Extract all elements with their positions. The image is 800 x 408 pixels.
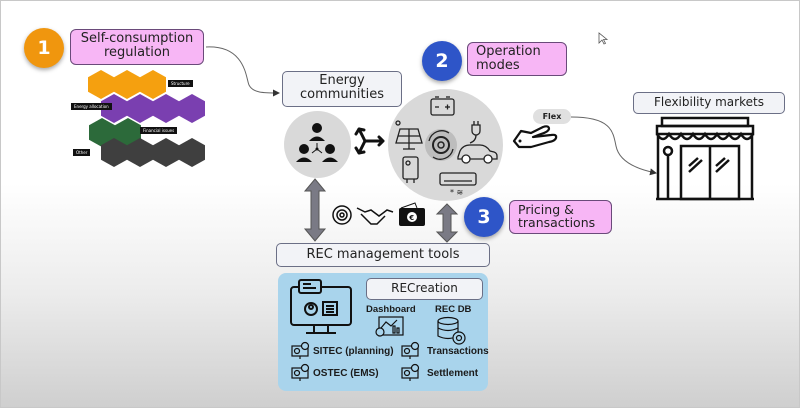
pricing-icons: € [332,202,425,226]
gear-settings-icon [332,205,352,225]
three-way-arrow-icon [354,127,385,155]
flexibility-markets-label: Flexibility markets [654,95,764,110]
tool-transactions-label: Transactions [427,345,489,357]
tag-structure: Structure [168,80,193,87]
monitor-gears-icon [401,341,420,359]
step-2-label-line1: Operation [476,44,541,59]
dashboard-label: Dashboard [366,304,416,315]
solar-panel-icon [395,120,423,150]
operation-modes-box: Operation modes [467,42,567,76]
handshake-icon [356,207,394,225]
step-1-number: 1 [37,37,51,59]
connector-regulation-to-communities [205,46,280,97]
battery-icon [430,96,455,116]
energy-communities-line1: Energy [319,73,365,88]
double-arrow-right [435,203,459,243]
water-heater-icon [402,156,419,183]
step-3-label-line1: Pricing & [518,202,574,217]
svg-text:€: € [408,214,414,222]
self-consumption-regulation-box: Self-consumption regulation [70,29,204,65]
tool-ostec: OSTEC (EMS) [291,363,379,382]
step-2-badge: 2 [422,41,462,81]
recreation-title-box: RECreation [366,278,483,300]
rec-management-tools-box: REC management tools [276,243,490,267]
step-3-label-line2: transactions [518,215,596,231]
pricing-transactions-box: Pricing & transactions [509,200,612,234]
database-gear-icon [437,316,466,345]
flex-pill: Flex [533,109,571,124]
tool-sitec: SITEC (planning) [291,341,394,360]
storefront-icon [655,116,755,201]
connector-flex-to-markets [570,116,657,176]
monitor-gears-icon [401,363,420,381]
step-2-label-line2: modes [476,57,520,73]
tag-financial-issues: Financial issues [140,127,178,134]
tool-transactions: Transactions [401,341,489,360]
step-3-badge: 3 [464,197,504,237]
tool-settlement-label: Settlement [427,367,479,379]
step-3-number: 3 [477,206,491,228]
energy-communities-line2: communities [300,87,384,103]
energy-communities-box: Energy communities [282,71,402,107]
air-conditioner-icon: * ≋ [439,172,477,197]
step-1-label-line2: regulation [103,44,171,60]
tool-ostec-label: OSTEC (EMS) [313,367,379,379]
flexibility-markets-box: Flexibility markets [633,92,785,114]
flex-label: Flex [542,112,562,121]
tag-other: Other [73,149,91,156]
mouse-cursor-icon [598,32,609,45]
step-2-number: 2 [435,50,449,72]
rec-db-label: REC DB [435,304,472,315]
double-arrow-left [303,178,327,242]
monitor-gears-icon [291,363,310,381]
step-1-badge: 1 [24,28,64,68]
rec-management-tools-label: REC management tools [306,246,460,262]
monitor-user-icon [290,279,352,334]
operation-modes-icons: * ≋ [395,96,498,197]
euro-wallet-icon: € [399,202,425,226]
community-members-icon [296,123,338,162]
tool-settlement: Settlement [401,363,479,382]
tag-energy-allocation: Energy allocation [71,103,112,110]
dashboard-chart-icon [375,316,404,337]
hex-structure-1 [88,70,114,99]
gear-cycle-icon [425,129,457,161]
electric-car-icon [457,121,498,164]
tool-sitec-label: SITEC (planning) [313,345,394,357]
svg-text:* ≋: * ≋ [450,188,463,197]
recreation-title: RECreation [391,281,458,296]
monitor-gears-icon [291,341,310,359]
step-1-label-line1: Self-consumption [80,31,194,46]
open-hand-icon [512,125,558,149]
